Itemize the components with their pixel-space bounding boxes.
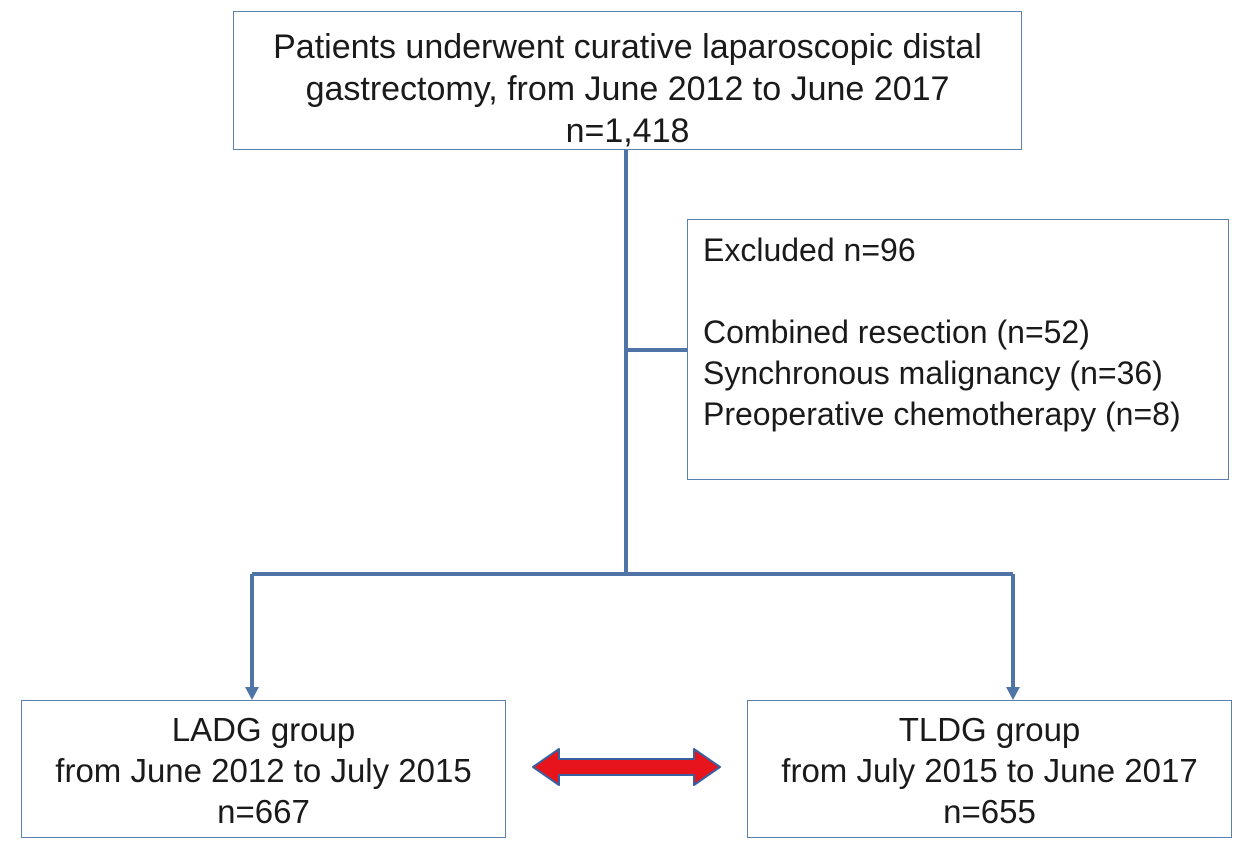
ladg-group-box: LADG group from June 2012 to July 2015 n… [21,700,506,838]
ladg-group-period: from June 2012 to July 2015 [55,752,472,789]
excluded-spacer [703,271,1228,312]
tldg-group-count: n=655 [943,793,1036,830]
connector-lines [250,150,1015,688]
comparison-double-arrow-icon [532,748,721,786]
total-patients-line-1: Patients underwent curative laparoscopic… [273,28,982,66]
excluded-heading: Excluded n=96 [703,232,916,268]
total-patients-box: Patients underwent curative laparoscopic… [233,11,1022,150]
excluded-reason: Combined resection (n=52) [703,314,1090,350]
excluded-reason: Preoperative chemotherapy (n=8) [703,396,1181,432]
excluded-box: Excluded n=96 Combined resection (n=52) … [687,219,1229,480]
tldg-group-period: from July 2015 to June 2017 [781,752,1198,789]
ladg-group-title: LADG group [171,711,356,748]
left-arrowhead-icon [245,687,259,700]
tldg-group-title: TLDG group [898,711,1081,748]
total-patients-count: n=1,418 [565,112,690,150]
ladg-group-count: n=667 [217,793,310,830]
excluded-reason: Synchronous malignancy (n=36) [703,355,1163,391]
tldg-group-box: TLDG group from July 2015 to June 2017 n… [747,700,1232,838]
right-arrowhead-icon [1006,687,1020,700]
total-patients-line-2: gastrectomy, from June 2012 to June 2017 [305,70,950,108]
